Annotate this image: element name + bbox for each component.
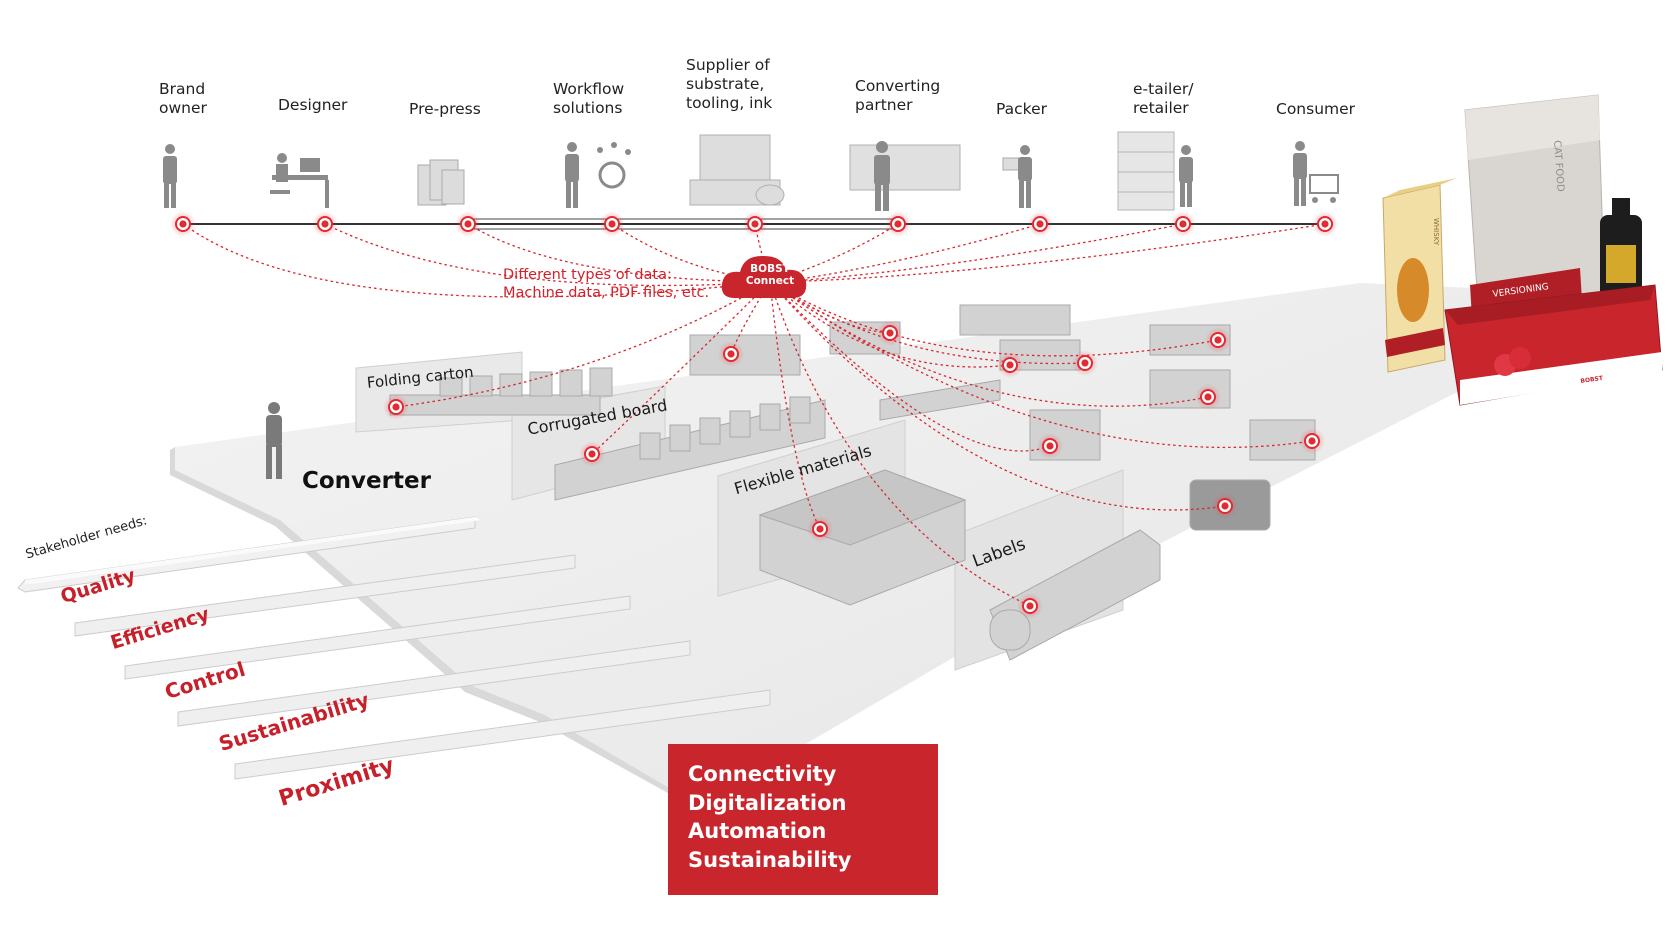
stakeholder-node [455, 211, 481, 237]
connection-nodes [170, 211, 1338, 619]
label-workflow-solutions: Workflow solutions [553, 80, 625, 117]
pre-press-icon [417, 159, 465, 206]
bobst-connect-label: BOBST Connect [745, 263, 795, 287]
machine-node [718, 341, 744, 367]
product-display [1382, 94, 1663, 406]
folding-carton-machine [389, 367, 613, 416]
machine-node [807, 516, 833, 542]
machine-node [1017, 593, 1043, 619]
machine-node [1212, 493, 1238, 519]
designer-icon [270, 153, 329, 208]
stakeholder-node [599, 211, 625, 237]
converter-person-icon [266, 402, 282, 479]
machine-node [1072, 350, 1098, 376]
label-pre-press: Pre-press [409, 100, 481, 118]
pillar-digitalization: Digitalization [688, 790, 847, 815]
converting-partner-icon [849, 141, 961, 211]
workflow-solutions-icon [565, 142, 631, 208]
stakeholder-node [742, 211, 768, 237]
label-packer: Packer [996, 100, 1048, 118]
label-consumer: Consumer [1276, 100, 1356, 118]
pillar-sustainability: Sustainability [688, 847, 852, 872]
label-press [989, 529, 1161, 661]
machine-node [1299, 428, 1325, 454]
brand-owner-icon [163, 144, 177, 208]
label-converting-partner: Converting partner [855, 77, 941, 114]
whisky-text: WHISKY [1432, 218, 1440, 246]
stakeholder-node [170, 211, 196, 237]
machine-node [579, 441, 605, 467]
stakeholder-node [1027, 211, 1053, 237]
label-brand-owner: Brand owner [159, 80, 207, 117]
pillar-connectivity: Connectivity [688, 762, 837, 786]
supplier-icon [689, 134, 785, 206]
machine-node [997, 352, 1023, 378]
stakeholder-node [885, 211, 911, 237]
machine-node [1205, 327, 1231, 353]
label-e-tailer: e-tailer/ retailer [1133, 80, 1194, 117]
corrugated-machine [554, 396, 826, 501]
converter-label: Converter [302, 468, 431, 494]
packer-icon [1002, 145, 1032, 208]
strategy-pillars-box: Connectivity Digitalization Automation S… [668, 744, 938, 895]
data-types-note: Different types of data: Machine data, P… [503, 267, 710, 301]
machine-node [383, 394, 409, 420]
machine-node [877, 320, 903, 346]
consumer-icon [1293, 141, 1339, 206]
machine-node [1037, 433, 1063, 459]
stakeholder-node [1312, 211, 1338, 237]
bobst-connect-cloud [721, 255, 807, 298]
stakeholder-figures [163, 131, 1339, 211]
machine-node [1195, 384, 1221, 410]
retailer-icon [1117, 131, 1193, 211]
label-designer: Designer [278, 96, 348, 114]
pillar-automation: Automation [688, 819, 827, 843]
needs-strips [17, 516, 771, 780]
label-supplier: Supplier of substrate, tooling, ink [686, 56, 773, 112]
stakeholder-node [1170, 211, 1196, 237]
stakeholder-node [312, 211, 338, 237]
